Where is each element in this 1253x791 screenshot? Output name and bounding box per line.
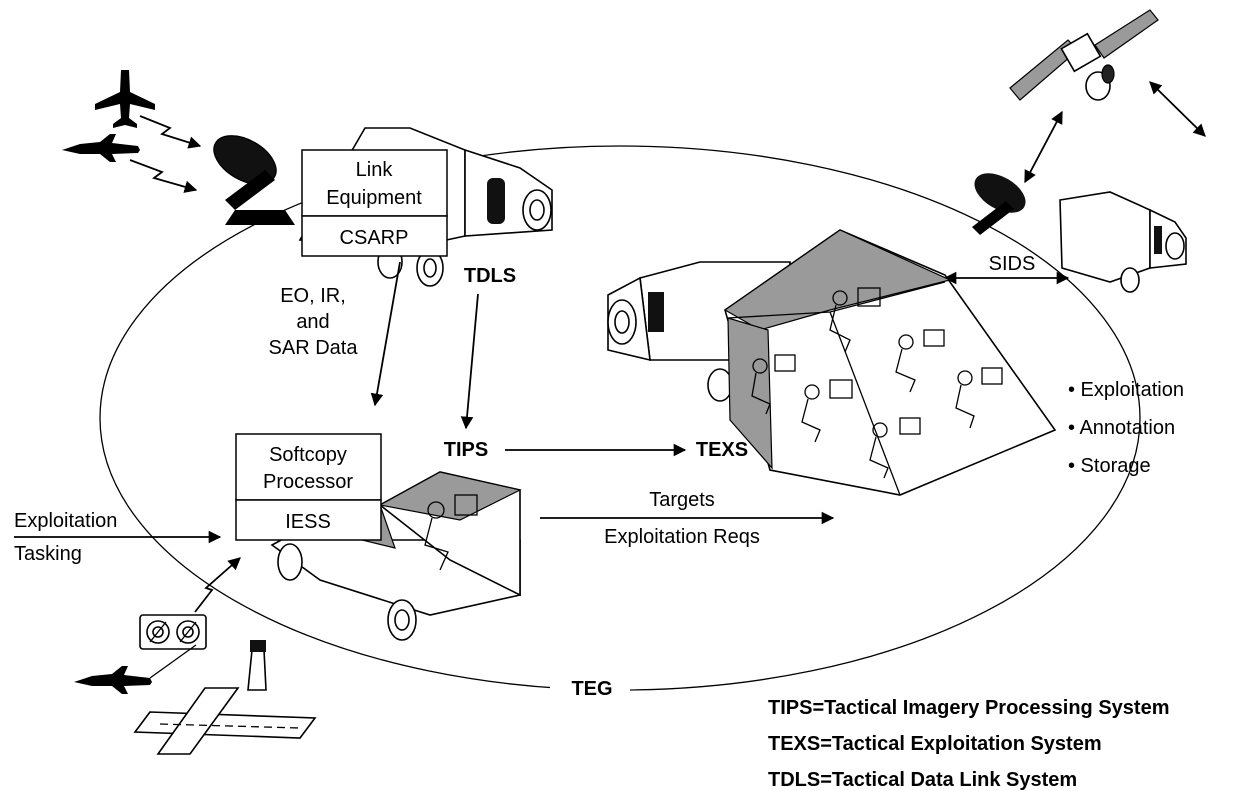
downlink-signal-icon	[129, 159, 198, 193]
satellite-dish-icon	[213, 135, 295, 225]
data-types-label-line3: SAR Data	[269, 337, 359, 359]
data-types-label-line1: EO, IR,	[280, 285, 346, 307]
sids-label: SIDS	[989, 253, 1036, 275]
texs-shelter-illustration	[607, 229, 1057, 496]
softcopy-label-line1: Softcopy	[269, 444, 347, 466]
function-item: • Storage	[1068, 455, 1151, 477]
csarp-box	[301, 215, 448, 257]
targets-label: Targets	[649, 489, 715, 511]
softcopy-truck-illustration	[270, 471, 522, 641]
csarp-label: CSARP	[340, 227, 409, 249]
legend-line: TEXS=Tactical Exploitation System	[768, 733, 1102, 755]
exploitation-reqs-label: Exploitation Reqs	[604, 526, 760, 548]
airfield-icon	[133, 640, 317, 755]
teg-label: TEG	[571, 678, 612, 700]
iess-label: IESS	[285, 511, 331, 533]
function-item: • Annotation	[1068, 417, 1175, 439]
legend-line: TDLS=Tactical Data Link System	[768, 769, 1077, 791]
fighter-jet-icon	[62, 134, 140, 162]
uplink-signal-icon	[194, 557, 241, 613]
link-equipment-label-line2: Equipment	[326, 187, 422, 209]
satellite-link-arrow	[1024, 110, 1063, 184]
link-equipment-label-line1: Link	[356, 159, 394, 181]
data-flow-arrow	[370, 261, 401, 407]
softcopy-label-line2: Processor	[263, 471, 353, 493]
sensor-pod-icon	[139, 614, 207, 650]
tdls-to-tips-arrow	[460, 293, 479, 430]
satellite-link-arrow	[1149, 81, 1206, 137]
fighter-jet-icon	[74, 666, 152, 694]
sids-truck-illustration	[1059, 191, 1187, 293]
exploitation-tasking-label-line2: Tasking	[14, 543, 82, 565]
tips-label: TIPS	[444, 439, 488, 461]
iess-box	[235, 499, 382, 541]
satellite-icon	[1009, 9, 1159, 101]
function-item: • Exploitation	[1068, 379, 1184, 401]
texs-label: TEXS	[696, 439, 748, 461]
downlink-signal-icon	[139, 115, 202, 149]
data-types-label-line2: and	[296, 311, 329, 333]
transport-aircraft-icon	[95, 70, 155, 128]
link-equipment-box	[301, 149, 448, 217]
legend-line: TIPS=Tactical Imagery Processing System	[768, 697, 1169, 719]
pod-link-line	[149, 644, 197, 679]
tdls-label: TDLS	[464, 265, 516, 287]
satellite-dish-icon	[972, 173, 1026, 235]
exploitation-tasking-label-line1: Exploitation	[14, 510, 117, 532]
